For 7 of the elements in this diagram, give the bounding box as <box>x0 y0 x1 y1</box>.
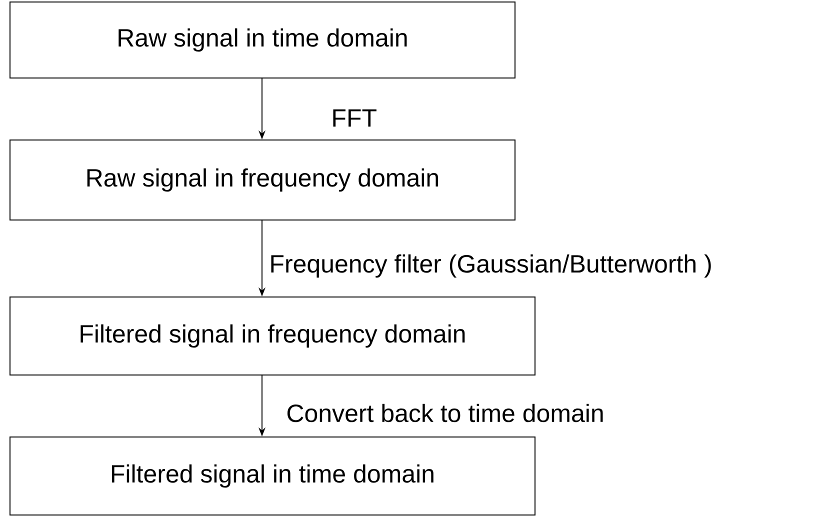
edge-label: FFT <box>333 109 376 127</box>
edge-label: Frequency filter (Gaussian/Butterworth ) <box>271 254 711 278</box>
process-box: Raw signal in frequency domain <box>10 140 516 220</box>
process-box: Filtered signal in frequency domain <box>10 296 536 376</box>
process-box: Filtered signal in time domain <box>10 436 536 516</box>
edge-label: Convert back to time domain <box>287 404 603 422</box>
process-box: Raw signal in time domain <box>10 2 516 78</box>
